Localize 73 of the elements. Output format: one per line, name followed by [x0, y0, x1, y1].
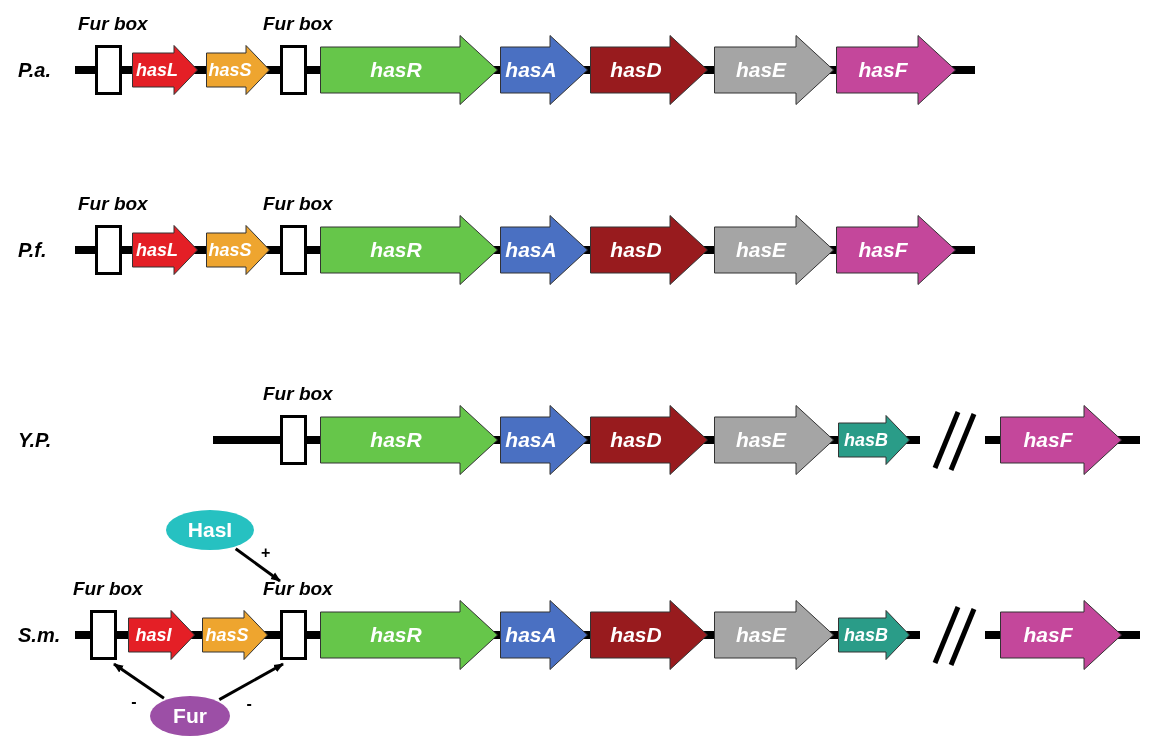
gene	[838, 415, 910, 465]
gene	[500, 600, 588, 670]
gene	[500, 215, 588, 285]
gene	[320, 405, 498, 475]
gene-name: hasL	[136, 59, 178, 81]
gene	[590, 215, 708, 285]
row-label: S.m.	[18, 623, 61, 647]
gene	[714, 35, 834, 105]
gene-name: hasE	[735, 428, 787, 452]
gene	[838, 610, 910, 660]
edge-label: +	[259, 545, 273, 560]
gene	[714, 600, 834, 670]
regulation-arrow	[113, 662, 165, 700]
protein-ellipse: HasI	[166, 510, 254, 550]
gene	[320, 35, 498, 105]
gene-name: hasD	[610, 238, 662, 262]
fur-box-label: Fur box	[263, 578, 333, 600]
gene	[1000, 405, 1122, 475]
gene-name: hasA	[505, 58, 557, 82]
gene	[500, 35, 588, 105]
gene	[836, 35, 956, 105]
gene-name: hasB	[844, 624, 888, 646]
gene-name: hasA	[505, 238, 557, 262]
protein-ellipse: Fur	[150, 696, 230, 736]
fur-box-label: Fur box	[263, 383, 333, 405]
gene	[590, 35, 708, 105]
gene	[206, 225, 270, 275]
regulation-arrow	[218, 662, 284, 701]
gene-name: hasD	[610, 623, 662, 647]
gene-name: hasS	[208, 59, 252, 81]
gene-name: hasF	[858, 58, 908, 82]
gene	[320, 600, 498, 670]
gene	[714, 405, 834, 475]
gene	[132, 45, 198, 95]
gene-name: hasE	[735, 58, 787, 82]
gene-name: hasF	[1023, 623, 1073, 647]
gene-name: hasA	[505, 623, 557, 647]
gene-name: hasS	[205, 624, 249, 646]
row-label: P.f.	[18, 238, 47, 262]
gene-name: hasA	[505, 428, 557, 452]
gene-name: hasS	[208, 239, 252, 261]
gene-name: hasR	[370, 623, 422, 647]
gene	[128, 610, 195, 660]
regulation-arrow	[234, 547, 281, 583]
gene-name: hasL	[136, 239, 178, 261]
gene-name: hasD	[610, 58, 662, 82]
gene	[590, 600, 708, 670]
fur-box-label: Fur box	[78, 13, 148, 35]
fur-box-label: Fur box	[78, 193, 148, 215]
fur-box-label: Fur box	[263, 13, 333, 35]
gene-name: hasR	[370, 238, 422, 262]
gene-name: hasF	[858, 238, 908, 262]
gene-name: hasF	[1023, 428, 1073, 452]
gene	[500, 405, 588, 475]
gene-name: hasD	[610, 428, 662, 452]
gene-name: hasB	[844, 429, 888, 451]
gene-name: hasR	[370, 58, 422, 82]
gene-name: hasR	[370, 428, 422, 452]
gene	[206, 45, 270, 95]
row-label: Y.P.	[18, 428, 52, 452]
gene-name: hasE	[735, 238, 787, 262]
gene	[320, 215, 498, 285]
gene-name: hasE	[735, 623, 787, 647]
row-label: P.a.	[18, 58, 51, 82]
gene	[714, 215, 834, 285]
gene	[836, 215, 956, 285]
fur-box-label: Fur box	[73, 578, 143, 600]
gene	[590, 405, 708, 475]
gene	[202, 610, 268, 660]
gene-name: hasI	[135, 624, 172, 646]
gene	[1000, 600, 1122, 670]
fur-box-label: Fur box	[263, 193, 333, 215]
gene	[132, 225, 198, 275]
